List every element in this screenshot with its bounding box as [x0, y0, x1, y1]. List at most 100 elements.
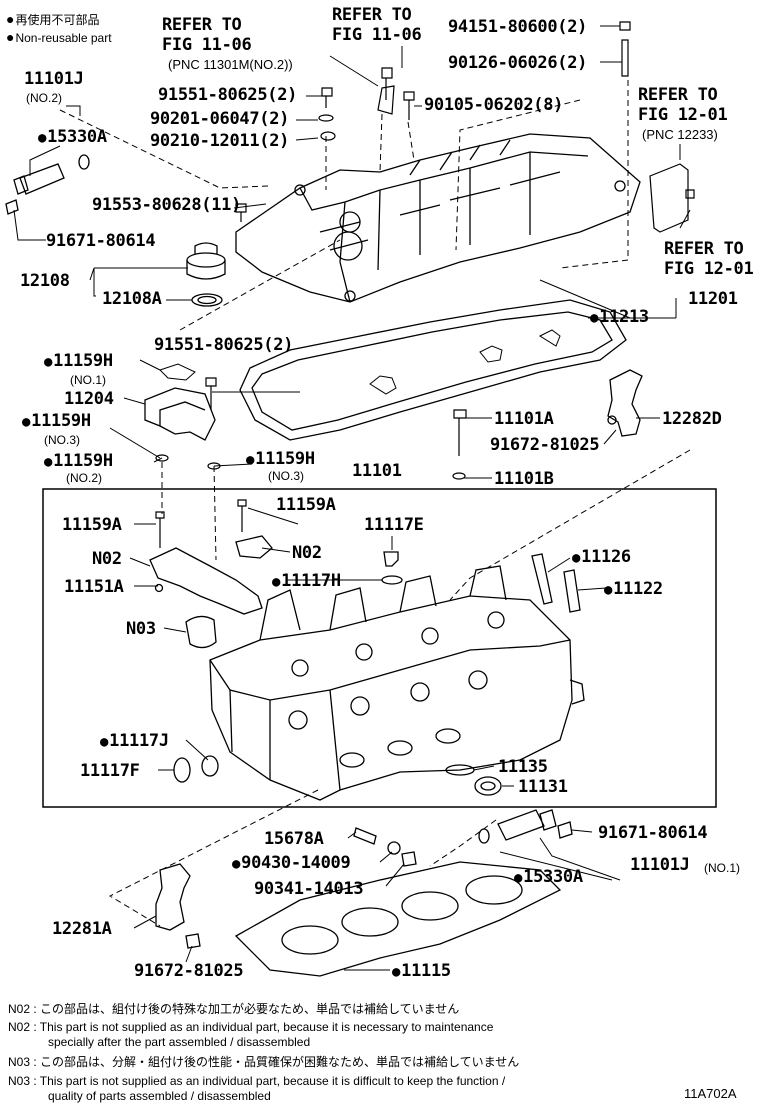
label-90126: 90126-06026(2): [448, 53, 588, 73]
cylinder-head-group-frame: [42, 488, 717, 808]
plug-11117E-drawing: [383, 551, 399, 567]
stud-15678A-drawing: [353, 827, 377, 845]
label-11117J: 11117J: [100, 732, 169, 751]
label-11101A: 11101A: [494, 409, 554, 429]
legend-non-reusable-en: Non-reusable part: [6, 31, 111, 45]
label-11159H-4: 11159H: [246, 450, 315, 469]
label-12282D: 12282D: [662, 409, 722, 429]
label-11159H-2: 11159H: [22, 412, 91, 431]
label-91551-b: 91551-80625(2): [154, 335, 294, 355]
label-11126: 11126: [572, 548, 631, 567]
ring-11131-drawing: [474, 776, 502, 796]
label-11131: 11131: [518, 777, 568, 797]
label-90210: 90210-12011(2): [150, 131, 290, 151]
label-90341: 90341-14013: [254, 879, 364, 899]
note-n03-jp: N03 : この部品は、分解・組付け後の性能・品質確保が困難なため、単品では補給…: [8, 1055, 520, 1069]
head-gasket-drawing: [234, 861, 562, 977]
plug-90341-drawing: [401, 851, 417, 867]
label-n02-a: N02: [92, 549, 122, 569]
guide-11126-drawing: [531, 553, 553, 605]
label-11101J-top: 11101J: [24, 69, 84, 89]
label-11135: 11135: [498, 757, 548, 777]
label-11101J-bot: 11101J: [630, 855, 690, 875]
label-11159H-3: 11159H: [44, 452, 113, 471]
label-11117H: 11117H: [272, 572, 341, 591]
label-94151: 94151-80600(2): [448, 17, 588, 37]
label-90201: 90201-06047(2): [150, 109, 290, 129]
label-refer-2b: FIG 11-06: [332, 25, 422, 45]
label-15678A: 15678A: [264, 829, 324, 849]
leader-lines: [13, 25, 691, 971]
label-refer-1a: REFER TO: [162, 15, 242, 35]
label-refer-1b: FIG 11-06: [162, 35, 252, 55]
cylinder-head-cover-drawing: [235, 133, 641, 303]
label-11204: 11204: [64, 389, 114, 409]
fastener-drawings: [155, 21, 695, 548]
label-no3-a: (NO.3): [44, 433, 80, 447]
dashed-guide-lines: [59, 80, 691, 927]
gasket-11117J-drawing: [201, 755, 219, 777]
label-11115: 11115: [392, 962, 451, 981]
label-11159A-1: 11159A: [62, 515, 122, 535]
valve-lifter-n03-drawing: [185, 615, 217, 649]
legend-non-reusable-jp: 再使用不可部品: [6, 13, 99, 27]
note-n03-en-2: quality of parts assembled / disassemble…: [48, 1089, 271, 1103]
label-11159H-1: 11159H: [44, 352, 113, 371]
bearing-cap-n02-drawing: [149, 547, 263, 615]
label-91551-a: 91551-80625(2): [158, 85, 298, 105]
label-11151A: 11151A: [64, 577, 124, 597]
label-no1-a: (NO.1): [70, 373, 106, 387]
ring-90430-drawing: [387, 841, 401, 855]
label-11213: 11213: [590, 308, 649, 327]
label-15330A-top: 15330A: [38, 128, 107, 147]
label-91671-b: 91671-80614: [598, 823, 708, 843]
plug-11117F-drawing: [173, 757, 191, 783]
label-91672-a: 91672-81025: [490, 435, 600, 455]
label-15330A-bot: 15330A: [514, 868, 583, 887]
label-refer-3a: REFER TO: [638, 85, 718, 105]
label-11101B: 11101B: [494, 469, 554, 489]
label-11117F: 11117F: [80, 761, 140, 781]
label-91553: 91553-80628(11): [92, 195, 242, 215]
note-n02-en-1: N02 : This part is not supplied as an in…: [8, 1020, 494, 1034]
oil-filler-cap-drawing: [186, 242, 226, 307]
label-n03: N03: [126, 619, 156, 639]
label-11201: 11201: [688, 289, 738, 309]
cylinder-head-drawing: [209, 565, 585, 801]
label-no3-b: (NO.3): [268, 469, 304, 483]
label-refer-3c: (PNC 12233): [642, 127, 718, 142]
bearing-cap-11204-drawing: [144, 387, 216, 441]
label-91671-a: 91671-80614: [46, 231, 156, 251]
label-11101: 11101: [352, 461, 402, 481]
oil-control-valve-bottom-drawing: [497, 809, 557, 841]
note-n02-jp: N02 : この部品は、組付け後の特殊な加工が必要なため、単品では補給していませ…: [8, 1002, 460, 1016]
o-ring-11117H-drawing: [381, 575, 403, 585]
label-no2-b: (NO.2): [66, 471, 102, 485]
label-12281A: 12281A: [52, 919, 112, 939]
oil-control-valve-top-drawing: [13, 163, 65, 195]
label-11122: 11122: [604, 580, 663, 599]
head-cover-gasket-drawing: [239, 299, 627, 441]
guide-11122-drawing: [563, 569, 581, 613]
label-11159A-2: 11159A: [276, 495, 336, 515]
label-no2-top: (NO.2): [26, 91, 62, 105]
label-n02-b: N02: [292, 543, 322, 563]
label-refer-1c: (PNC 11301M(NO.2)): [168, 57, 293, 72]
label-12108A: 12108A: [102, 289, 162, 309]
label-12108: 12108: [20, 271, 70, 291]
label-91672-b: 91672-81025: [134, 961, 244, 981]
label-refer-3b: FIG 12-01: [638, 105, 728, 125]
label-no1-b: (NO.1): [704, 861, 740, 875]
label-refer-2a: REFER TO: [332, 5, 412, 25]
label-11117E: 11117E: [364, 515, 424, 535]
label-90105: 90105-06202(8): [424, 95, 564, 115]
figure-id: 11A702A: [684, 1086, 737, 1101]
note-n02-en-2: specially after the part assembled / dis…: [48, 1035, 311, 1049]
label-refer-4b: FIG 12-01: [664, 259, 754, 279]
label-refer-4a: REFER TO: [664, 239, 744, 259]
label-90430: 90430-14009: [232, 854, 351, 873]
bracket-12282D-drawing: [607, 369, 643, 437]
note-n03-en-1: N03 : This part is not supplied as an in…: [8, 1074, 506, 1088]
bracket-12281A-drawing: [155, 863, 191, 931]
